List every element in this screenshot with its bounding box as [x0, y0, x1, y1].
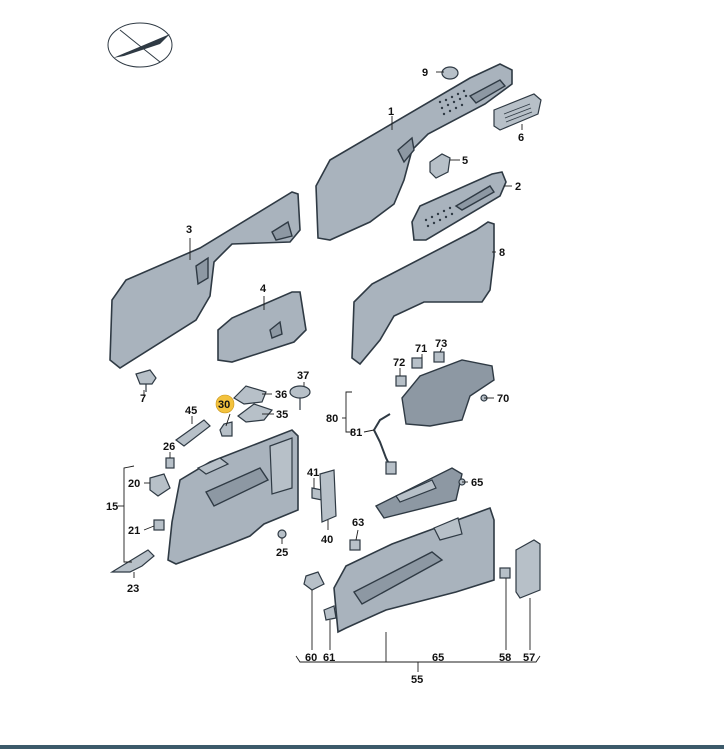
- callout-60: 60: [305, 652, 317, 664]
- upper-side-panel: [315, 63, 513, 241]
- footer-rule: [0, 745, 724, 749]
- callout-37: 37: [297, 370, 309, 382]
- right-lower-trim: [333, 506, 495, 634]
- callout-63: 63: [352, 517, 364, 529]
- middle-strip-panel: [411, 171, 507, 241]
- clip-63: [349, 539, 361, 551]
- callout-30: 30: [218, 399, 230, 411]
- callout-4: 4: [260, 283, 267, 295]
- callout-55: 55: [411, 674, 423, 686]
- round-button-part: [289, 385, 311, 410]
- vent-grille-part: [493, 93, 542, 131]
- left-large-panel: [109, 191, 301, 369]
- callout-73: 73: [435, 338, 447, 350]
- callout-65-upper: 65: [471, 477, 483, 489]
- lamp-lens-part: [174, 419, 211, 447]
- clip-61: [323, 605, 337, 621]
- highlight-marker: [215, 394, 235, 414]
- callout-20: 20: [128, 478, 140, 490]
- bolt-20: [149, 473, 171, 497]
- callout-40: 40: [321, 534, 333, 546]
- leader-lines: [118, 71, 541, 672]
- clip-58: [499, 567, 511, 579]
- callout-15: 15: [106, 501, 118, 513]
- bracket-assembly-80: [401, 359, 495, 427]
- small-cover-part: [429, 153, 451, 179]
- callout-26: 26: [163, 441, 175, 453]
- cap-part: [441, 66, 459, 80]
- callout-36: 36: [275, 389, 287, 401]
- cable-81: [372, 413, 397, 475]
- clip-21: [153, 519, 165, 531]
- callout-23: 23: [127, 583, 139, 595]
- storage-tray-65: [374, 467, 463, 519]
- callout-81: 81: [350, 427, 362, 439]
- callout-61: 61: [323, 652, 335, 664]
- callout-7: 7: [140, 393, 146, 405]
- callout-72: 72: [393, 357, 405, 369]
- callout-70: 70: [497, 393, 509, 405]
- orientation-logo: [107, 22, 173, 68]
- callout-21: 21: [128, 525, 140, 537]
- screw-25: [277, 529, 287, 539]
- left-lower-trim: [167, 429, 299, 565]
- callout-1: 1: [388, 106, 394, 118]
- side-cover-57: [515, 539, 541, 599]
- switch-panel-40: [311, 469, 337, 523]
- callout-9: 9: [422, 67, 428, 79]
- clips-71-73: [395, 351, 445, 387]
- callout-5: 5: [462, 155, 468, 167]
- callout-80: 80: [326, 413, 338, 425]
- callout-2: 2: [515, 181, 521, 193]
- callout-25: 25: [276, 547, 288, 559]
- callout-45: 45: [185, 405, 197, 417]
- callout-labels: 9 1 6 5 2 3 8 4 7 71 73 72 37 36 30 35 4…: [106, 67, 535, 686]
- bolt-60: [303, 571, 325, 591]
- callout-65-lower: 65: [432, 652, 444, 664]
- callout-8: 8: [499, 247, 505, 259]
- upper-covers: [219, 385, 274, 437]
- push-clip-part: [135, 369, 157, 392]
- callout-58: 58: [499, 652, 511, 664]
- right-large-panel: [351, 221, 495, 366]
- callout-35: 35: [276, 409, 288, 421]
- small-clip-26: [165, 457, 175, 469]
- callout-41: 41: [307, 467, 319, 479]
- callout-71: 71: [415, 343, 427, 355]
- bracket-23: [109, 549, 155, 573]
- callout-3: 3: [186, 224, 192, 236]
- callout-6: 6: [518, 132, 524, 144]
- callout-57: 57: [523, 652, 535, 664]
- left-small-panel: [217, 291, 307, 363]
